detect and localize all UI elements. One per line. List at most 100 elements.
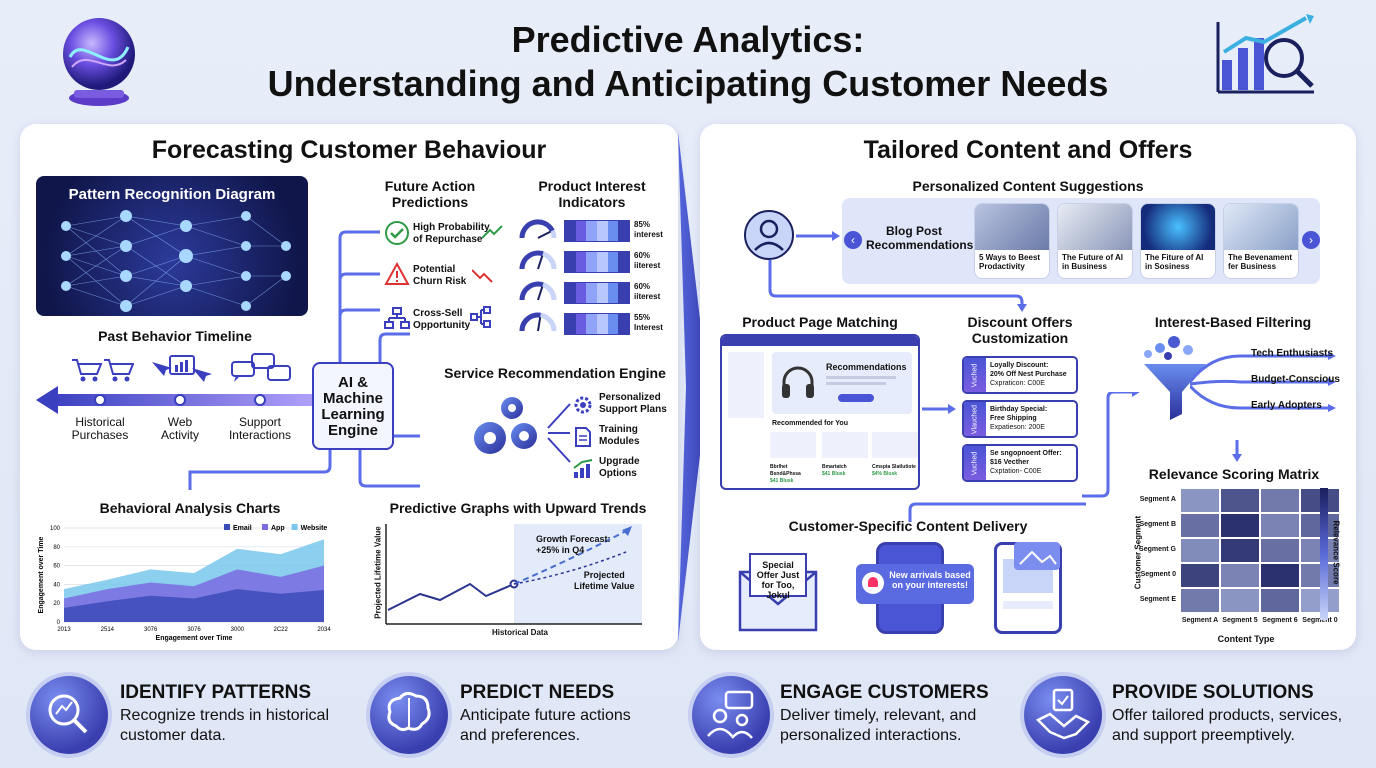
interest-label: interest — [634, 230, 663, 239]
service-arrows — [547, 403, 571, 463]
product-page-mockup: Recommendations Recommended for You Bbrl… — [720, 334, 920, 490]
suggestions-title: Personalized Content Suggestions — [912, 178, 1144, 194]
cursor-chart-icon — [148, 352, 214, 386]
interest-percent: 85% — [634, 220, 651, 229]
matrix-row-label: Segment E — [1139, 596, 1176, 603]
gauge-icon — [519, 219, 557, 239]
forecast-line — [513, 529, 629, 585]
matrix-cell — [1260, 563, 1300, 588]
interest-heatbar — [564, 220, 630, 242]
legend-label: App — [271, 525, 285, 532]
hierarchy-icon — [384, 307, 410, 329]
matrix-cell — [1260, 588, 1300, 613]
x-tick-label: 2514 — [101, 627, 115, 633]
gauge-icon — [519, 250, 557, 270]
interest-label: iiterest — [634, 261, 661, 270]
funnel-icon — [1142, 334, 1246, 424]
pattern-title: Pattern Recognition Diagram — [68, 186, 276, 203]
matrix-cell — [1260, 488, 1300, 513]
matrix-col-label: Segment A — [1181, 617, 1219, 624]
delivery-title: Customer-Specific Content Delivery — [788, 518, 1028, 534]
matrix-cell — [1260, 538, 1300, 563]
envelope-icon — [738, 553, 818, 632]
bar-chart-icon — [573, 459, 593, 478]
matrix-cell — [1180, 563, 1220, 588]
x-tick-label: 3000 — [231, 627, 245, 633]
offer-line: Birthday Special: — [990, 406, 1048, 413]
y-tick-label: 80 — [53, 545, 60, 551]
footer-item-solutions: PROVIDE SOLUTIONS Offer tailored product… — [1024, 676, 1354, 758]
avatar-connectors — [768, 231, 1027, 312]
analytics-magnifier-icon — [1214, 12, 1324, 98]
timeline-title: Past Behavior Timeline — [98, 328, 252, 344]
matrix-row-label: Segment B — [1139, 521, 1176, 528]
envelope-text: Special Offer Just for Too, Jokul — [756, 560, 800, 600]
user-avatar-icon — [744, 210, 794, 260]
chat-bubbles-icon — [230, 352, 296, 386]
predictive-chart-title: Predictive Graphs with Upward Trends — [389, 500, 647, 516]
crystal-ball-icon — [58, 12, 140, 110]
y-tick-label: 100 — [50, 526, 61, 532]
matrix-cell — [1180, 488, 1220, 513]
projected-line — [513, 551, 627, 585]
filtering-title: Interest-Based Filtering — [1154, 314, 1312, 330]
offer-line: Loyally Discount: — [990, 362, 1049, 369]
interest-percent: 60% — [634, 282, 651, 291]
matrix-cell — [1220, 513, 1260, 538]
historical-line — [387, 582, 515, 611]
growth-forecast-label: Growth Forecast:+25% in Q4 — [536, 534, 611, 555]
matrix-col-label: Segment 5 — [1222, 617, 1258, 624]
notification-bubble: New arrivals based on your interests! — [856, 564, 974, 604]
x-axis-label: Historical Data — [491, 628, 549, 637]
gauge-icon — [519, 281, 557, 301]
matrix-legend-label: Relevance Score — [1331, 520, 1341, 585]
legend-label: Website — [301, 525, 328, 532]
matrix-cell — [1220, 588, 1260, 613]
matrix-cell — [1180, 513, 1220, 538]
offer-line: Se sngopnoent Offer: — [990, 450, 1062, 457]
interest-heatbar — [564, 251, 630, 273]
carousel-next-button[interactable]: › — [1302, 231, 1320, 249]
offer-line: Cxpraticon: C00E — [990, 380, 1045, 387]
predictive-chart: Projected Lifetime Value Historical Data… — [370, 520, 650, 642]
pattern-recognition-diagram: Pattern Recognition Diagram — [36, 176, 308, 316]
shopping-cart-icon — [68, 354, 135, 384]
behavioral-chart-title: Behavioral Analysis Charts — [99, 500, 281, 516]
people-chat-icon — [692, 676, 770, 754]
matrix-cell — [1180, 538, 1220, 563]
carousel-prev-button[interactable]: ‹ — [844, 231, 862, 249]
gears-icon — [462, 392, 552, 462]
x-tick-label: 2013 — [57, 627, 71, 633]
gauge-icon — [519, 312, 557, 332]
matrix-cell — [1220, 563, 1260, 588]
offer-line: Free Shipping — [990, 415, 1037, 422]
check-circle-icon — [385, 221, 409, 245]
offer-line: $16 Vecther — [990, 459, 1029, 466]
y-axis-label: Projected Lifetime Value — [373, 526, 383, 619]
matrix-row-label: Segment 0 — [1140, 571, 1176, 578]
matrix-cell — [1220, 488, 1260, 513]
x-tick-label: 3076 — [144, 627, 158, 633]
x-tick-label: 2034 — [317, 627, 331, 633]
matrix-cell — [1180, 588, 1220, 613]
matrix-col-label: Segment 6 — [1262, 617, 1298, 624]
x-tick-label: 2C22 — [273, 627, 288, 633]
right-panel-title: Tailored Content and Offers — [863, 136, 1193, 164]
delivery-connector — [908, 502, 1086, 522]
